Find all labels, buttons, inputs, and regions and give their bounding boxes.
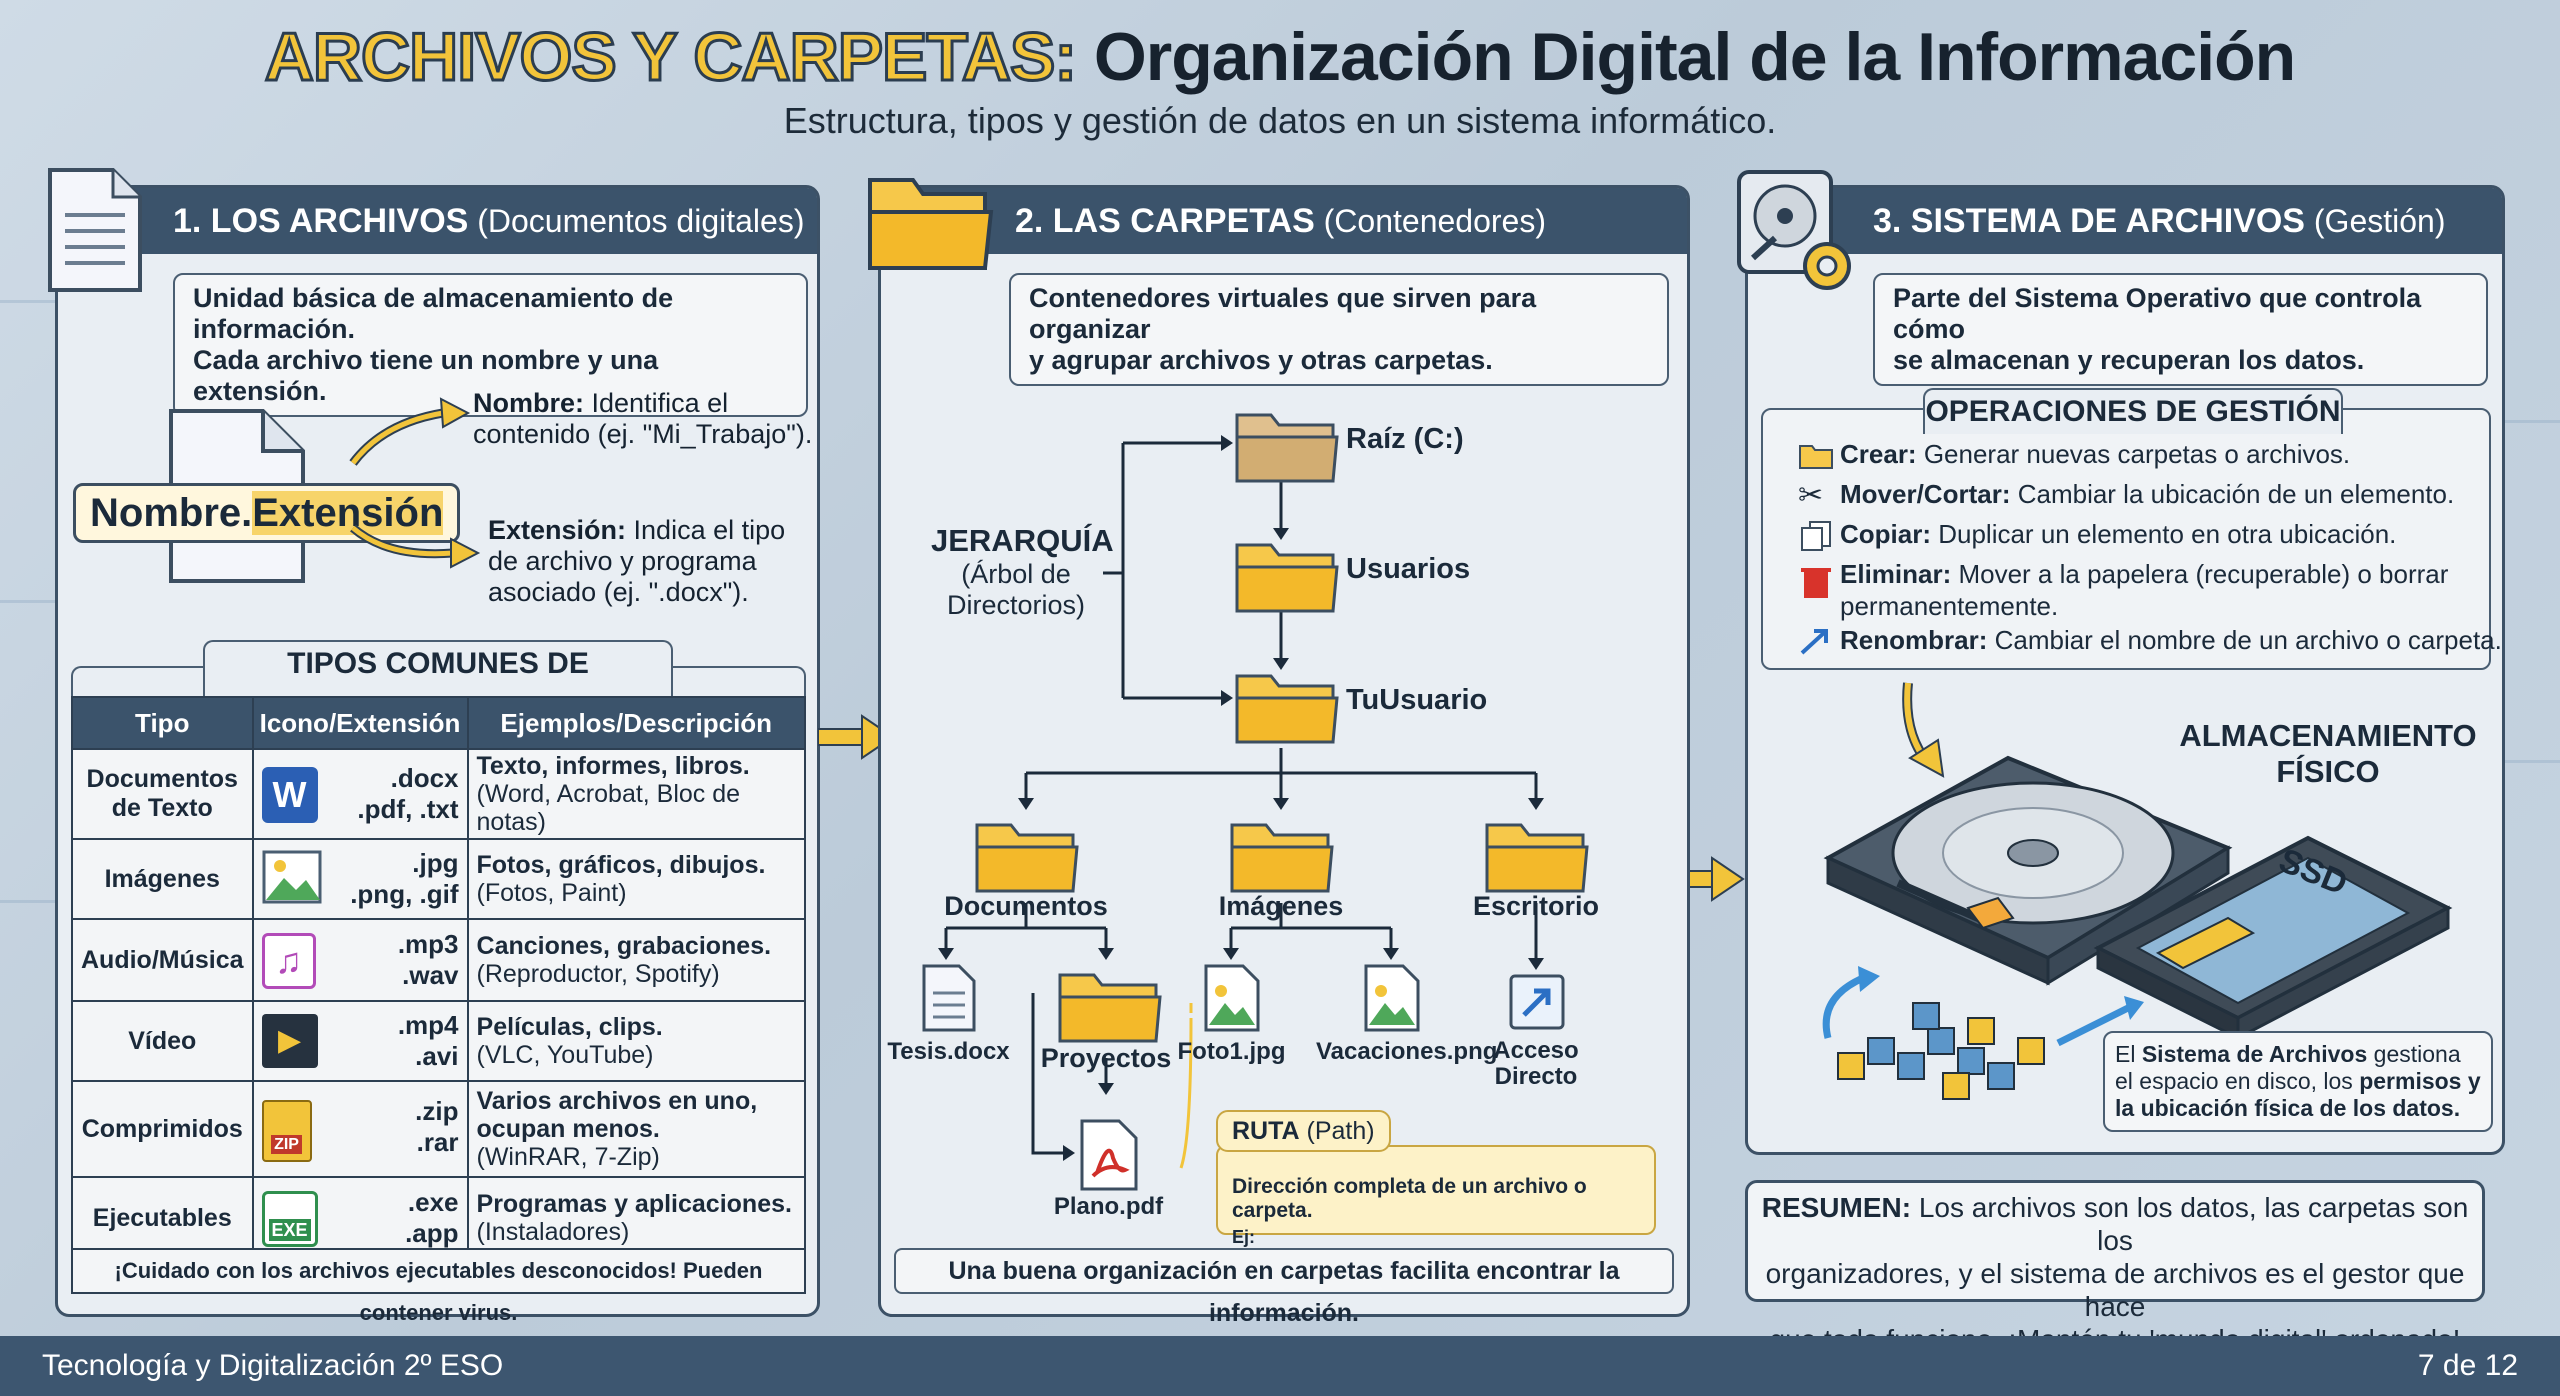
- disk-gear-icon: [1737, 170, 1851, 290]
- image-icon: [1204, 964, 1260, 1032]
- page-title: ARCHIVOS Y CARPETAS: Organización Digita…: [0, 18, 2560, 97]
- folder-icon: [1799, 445, 1833, 470]
- list-item: Eliminar: Mover a la papelera (recuperab…: [1798, 558, 2502, 624]
- table-row: Vídeo ▶.mp4.avi Películas, clips.(VLC, Y…: [71, 1000, 807, 1082]
- folder-escritorio-label: Escritorio: [1472, 891, 1600, 921]
- rename-icon: [1800, 629, 1828, 655]
- folder-icon: [1235, 413, 1339, 483]
- folder-icon: [975, 823, 1079, 893]
- table-row: Audio/Música ♫.mp3.wav Canciones, grabac…: [71, 918, 807, 1002]
- pdf-icon: [1080, 1119, 1138, 1191]
- folder-icon: [1230, 823, 1334, 893]
- list-item: Crear: Generar nuevas carpetas o archivo…: [1798, 438, 2502, 478]
- list-item: Renombrar: Cambiar el nombre de un archi…: [1798, 624, 2502, 664]
- table-row: Imágenes .jpg.png, .gif Fotos, gráficos,…: [71, 838, 807, 920]
- file-types-table: Tipo Icono/Extensión Ejemplos/Descripció…: [71, 696, 807, 1260]
- folder-icon: [1235, 674, 1339, 744]
- footer-bar: Tecnología y Digitalización 2º ESO 7 de …: [0, 1336, 2560, 1396]
- title-highlight: ARCHIVOS Y CARPETAS:: [263, 18, 1078, 97]
- folder-root-label: Raíz (C:): [1346, 423, 1464, 455]
- warning-note: ¡Cuidado con los archivos ejecutables de…: [71, 1248, 806, 1325]
- file-plano-label: Plano.pdf: [1053, 1193, 1164, 1220]
- panel-carpetas-heading: 2. LAS CARPETAS (Contenedores): [881, 188, 1687, 254]
- column-header: Icono/Extensión: [251, 696, 469, 750]
- zip-icon: ZIP: [261, 1100, 312, 1162]
- carpetas-footer-note: Una buena organización en carpetas facil…: [894, 1248, 1674, 1327]
- list-item: Copiar: Duplicar un elemento en otra ubi…: [1798, 518, 2502, 558]
- title-rest: Organización Digital de la Información: [1076, 19, 2296, 95]
- folder-icon: [868, 178, 994, 270]
- hierarchy-label: JERARQUÍA (Árbol de Directorios): [931, 523, 1114, 620]
- folder-icon: [1058, 973, 1162, 1043]
- table-row: Comprimidos ZIP.zip.rar Varios archivos …: [71, 1080, 807, 1178]
- page-counter: 7 de 12: [2417, 1349, 2518, 1382]
- file-tesis-label: Tesis.docx: [887, 1038, 1010, 1065]
- folder-users-label: Usuarios: [1346, 553, 1471, 585]
- panel-archivos: 1. LOS ARCHIVOS (Documentos digitales) U…: [55, 185, 820, 1325]
- video-icon: ▶: [261, 1014, 318, 1068]
- column-header: Ejemplos/Descripción: [466, 696, 807, 750]
- directory-tree-lines: [938, 435, 1544, 1169]
- extension-description: Extensión: Indica el tipo de archivo y p…: [488, 515, 786, 607]
- column-header: Tipo: [71, 696, 254, 750]
- sistema-intro: Parte del Sistema Operativo que controla…: [1873, 273, 2488, 386]
- document-icon: [922, 964, 976, 1032]
- nombre-description: Nombre: Identifica el contenido (ej. "Mi…: [473, 388, 813, 449]
- document-icon: [48, 168, 142, 292]
- carpetas-intro: Contenedores virtuales que sirven para o…: [1009, 273, 1669, 386]
- word-icon: W: [261, 767, 318, 823]
- folder-icon: [1235, 543, 1339, 613]
- page-subtitle: Estructura, tipos y gestión de datos en …: [783, 100, 1777, 141]
- path-box: Dirección completa de un archivo o carpe…: [1216, 1145, 1656, 1268]
- folder-documentos-label: Documentos: [944, 891, 1108, 921]
- panel-sistema-heading: 3. SISTEMA DE ARCHIVOS (Gestión): [1748, 188, 2502, 254]
- arrows-icon: [349, 397, 481, 569]
- course-label: Tecnología y Digitalización 2º ESO: [42, 1349, 504, 1382]
- panel-archivos-heading: 1. LOS ARCHIVOS (Documentos digitales): [58, 188, 817, 254]
- table-row: Ejecutables EXE.exe.app Programas y apli…: [71, 1176, 807, 1260]
- path-label: RUTA (Path): [1216, 1110, 1391, 1152]
- file-foto1-label: Foto1.jpg: [1177, 1038, 1286, 1065]
- operations-list: Crear: Generar nuevas carpetas o archivo…: [1798, 438, 2502, 664]
- filename-example: Nombre.Extensión: [73, 483, 461, 543]
- shortcut-icon: [1509, 974, 1565, 1030]
- copy-icon: [1801, 521, 1831, 552]
- summary-box: RESUMEN: Los archivos son los datos, las…: [1745, 1180, 2485, 1355]
- folder-proyectos-label: Proyectos: [1040, 1043, 1172, 1073]
- panel-carpetas: 2. LAS CARPETAS (Contenedores) Contenedo…: [878, 185, 1690, 1327]
- operations-title: OPERACIONES DE GESTIÓN: [1923, 388, 2343, 434]
- list-item: ✂Mover/Cortar: Cambiar la ubicación de u…: [1798, 479, 2455, 513]
- header: ARCHIVOS Y CARPETAS: Organización Digita…: [0, 18, 2560, 142]
- folder-tuusuario-label: TuUsuario: [1346, 684, 1488, 716]
- trash-icon: [1801, 568, 1831, 598]
- scissors-icon: ✂: [1798, 479, 1824, 513]
- folder-imagenes-label: Imágenes: [1218, 891, 1344, 921]
- table-header: Tipo Icono/Extensión Ejemplos/Descripció…: [71, 696, 807, 750]
- filesystem-note: El Sistema de Archivos gestiona el espac…: [2103, 1031, 2493, 1132]
- archivos-intro: Unidad básica de almacenamiento de infor…: [173, 273, 808, 417]
- storage-illustration: [1822, 755, 2453, 1100]
- panel-sistema-archivos: 3. SISTEMA DE ARCHIVOS (Gestión) Parte d…: [1745, 185, 2505, 1155]
- image-icon: [262, 850, 322, 904]
- arrow-right-icon: [818, 714, 895, 760]
- music-icon: ♫: [261, 933, 316, 989]
- file-vacaciones-label: Vacaciones.png: [1316, 1038, 1498, 1065]
- exe-icon: EXE: [261, 1191, 318, 1247]
- folder-icon: [1485, 823, 1589, 893]
- image-icon: [1364, 964, 1420, 1032]
- arrow-down-icon: [1902, 682, 1945, 778]
